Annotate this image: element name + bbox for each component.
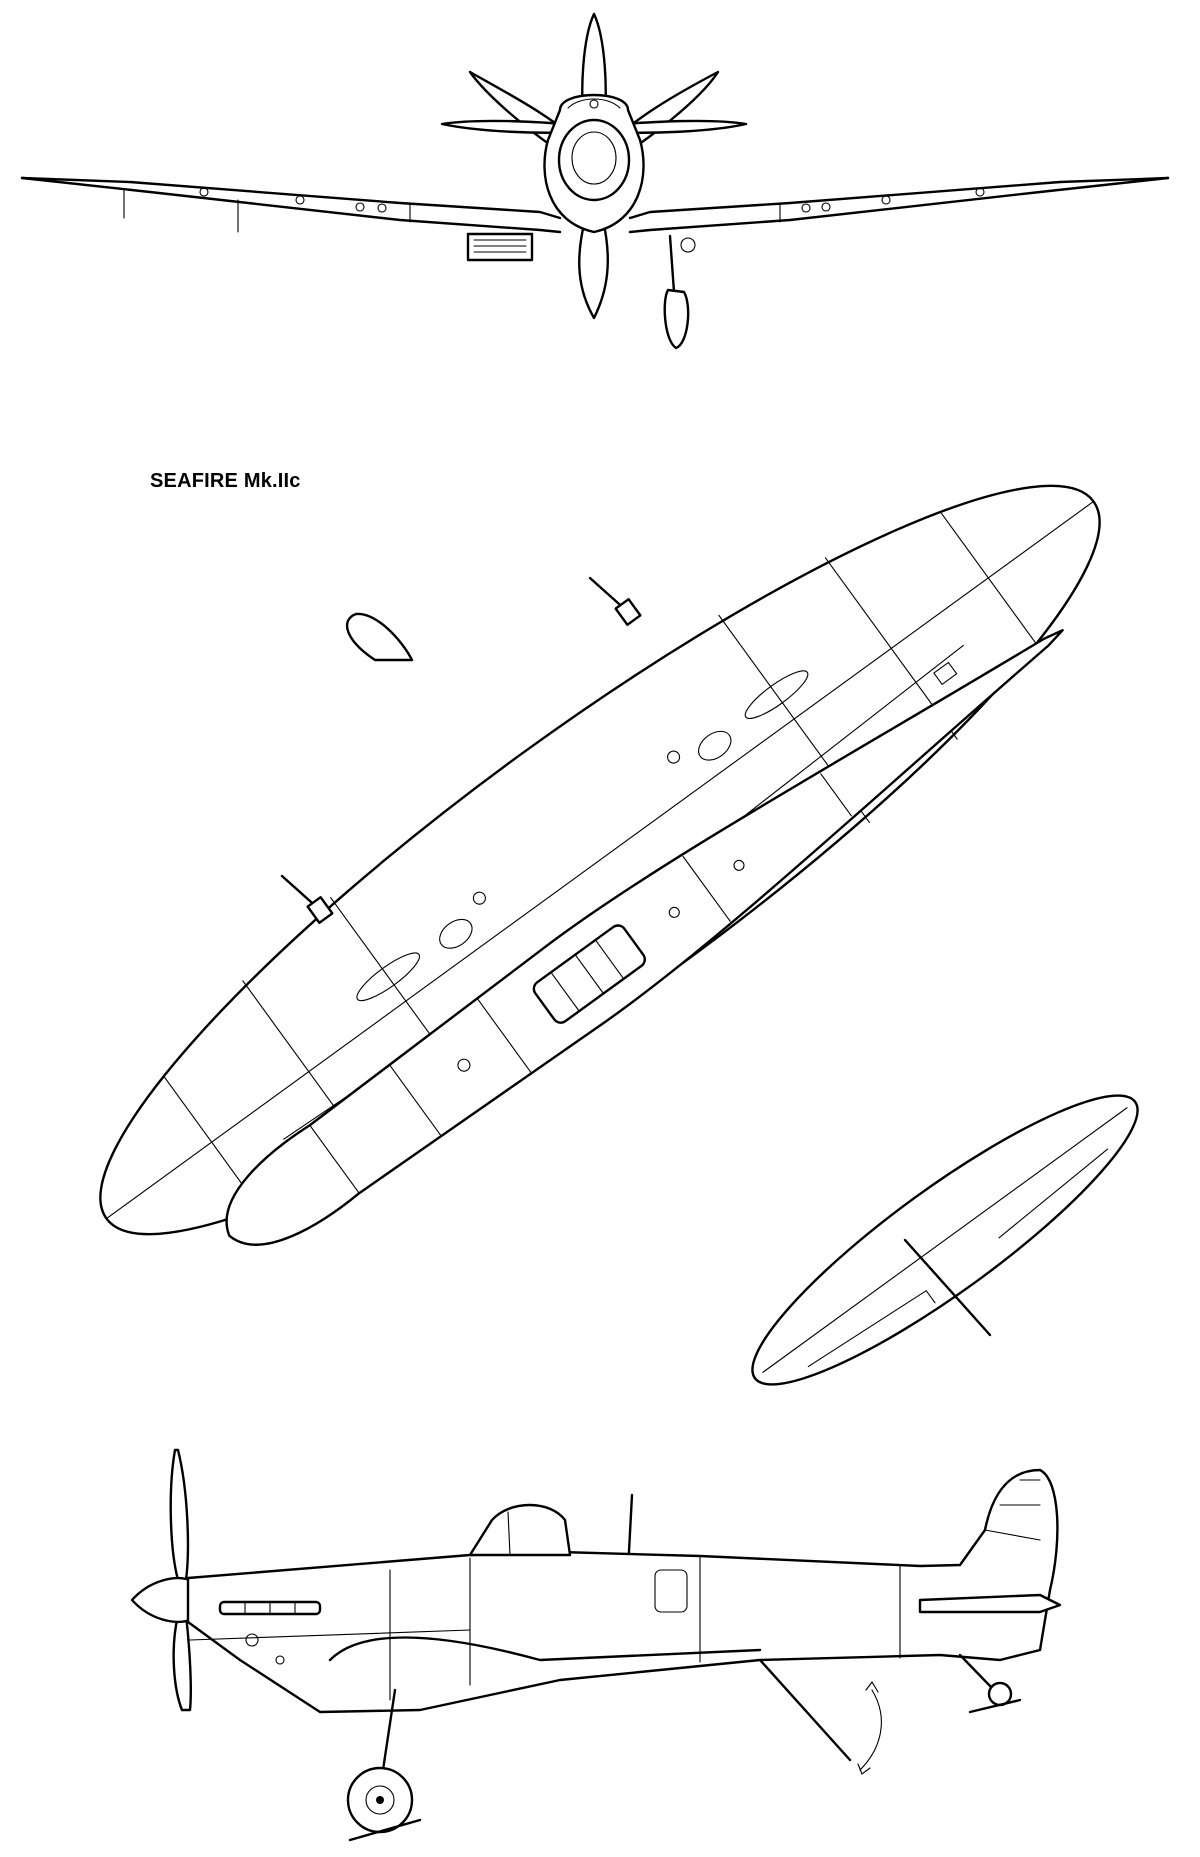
side-main-undercarriage (346, 1688, 422, 1842)
side-wing-root (328, 1636, 762, 1662)
side-canopy (468, 1503, 572, 1557)
top-tailplane (751, 1094, 1139, 1386)
side-view (130, 1448, 1062, 1842)
front-wing (20, 176, 1170, 234)
top-rudder (903, 1238, 992, 1337)
top-fuselage (225, 629, 1064, 1246)
top-cannons (280, 576, 642, 924)
top-view (99, 484, 1139, 1386)
side-tailplane (918, 1593, 1062, 1614)
top-spinner (345, 612, 414, 662)
side-panel-lines (189, 1555, 901, 1701)
front-undercarriage (663, 234, 696, 350)
side-exhausts (218, 1600, 322, 1616)
front-fuselage (543, 93, 645, 234)
side-tail-wheel (958, 1653, 1022, 1714)
front-view (20, 12, 1170, 350)
front-radiator (466, 232, 534, 262)
top-wing (99, 484, 1101, 1236)
drawing-title: SEAFIRE Mk.IIc (150, 470, 301, 492)
side-arrestor-hook (758, 1658, 882, 1775)
side-propeller (130, 1448, 634, 1712)
side-fuselage (186, 1468, 1059, 1714)
